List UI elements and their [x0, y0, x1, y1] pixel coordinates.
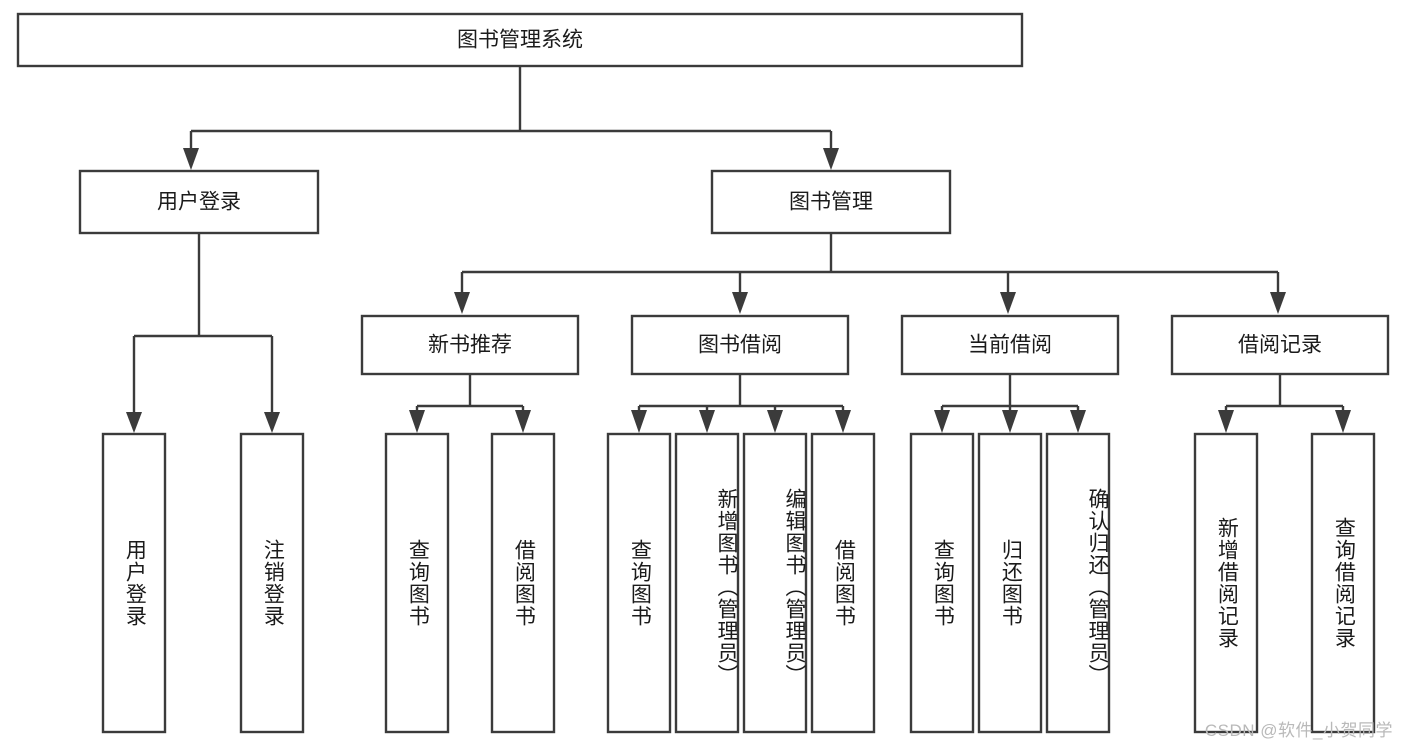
- node-book-borrow[interactable]: 图书借阅: [630, 314, 850, 376]
- leaf-box-edit-book[interactable]: [742, 432, 808, 734]
- arrow-head-icon: [264, 412, 280, 433]
- arrow-head-icon: [699, 410, 715, 433]
- leaf-box-return-book[interactable]: [977, 432, 1043, 734]
- book-management-label: 图书管理: [789, 191, 873, 214]
- node-user-login[interactable]: 用户登录: [78, 169, 320, 235]
- connector-new-book-recommend-to-leaves: [409, 374, 531, 433]
- book-borrow-label: 图书借阅: [698, 334, 782, 357]
- node-book-management[interactable]: 图书管理: [710, 169, 952, 235]
- leaf-box-add-book[interactable]: [674, 432, 740, 734]
- arrow-head-icon: [835, 410, 851, 433]
- connector-borrow-record-to-leaves: [1218, 374, 1351, 433]
- connector-root-to-level2-bus: [183, 66, 839, 170]
- arrow-head-icon: [1002, 410, 1018, 433]
- leaf-box-borrow-book-2[interactable]: [810, 432, 876, 734]
- arrow-head-icon: [631, 410, 647, 433]
- new-book-recommend-label: 新书推荐: [428, 334, 512, 357]
- node-new-book-recommend[interactable]: 新书推荐: [360, 314, 580, 376]
- leaf-box-query-book-2[interactable]: [606, 432, 672, 734]
- arrow-head-icon: [732, 292, 748, 314]
- node-root[interactable]: 图书管理系统: [16, 12, 1024, 68]
- leaf-box-confirm-return[interactable]: [1045, 432, 1111, 734]
- arrow-head-icon: [515, 410, 531, 433]
- arrow-head-icon: [183, 148, 199, 170]
- borrow-record-label: 借阅记录: [1238, 334, 1322, 357]
- new-book-recommend-box[interactable]: [360, 314, 580, 376]
- current-borrow-box[interactable]: [900, 314, 1120, 376]
- leaf-box-add-record[interactable]: [1193, 432, 1259, 734]
- node-current-borrow[interactable]: 当前借阅: [900, 314, 1120, 376]
- user-login-label: 用户登录: [157, 191, 241, 214]
- arrow-head-icon: [1070, 410, 1086, 433]
- leaf-box-query-book-1[interactable]: [384, 432, 450, 734]
- arrow-head-icon: [1000, 292, 1016, 314]
- arrow-head-icon: [454, 292, 470, 314]
- arrow-head-icon: [1270, 292, 1286, 314]
- connector-book-management-to-level3-bus: [454, 233, 1286, 314]
- leaf-box-query-book-3[interactable]: [909, 432, 975, 734]
- arrow-head-icon: [409, 410, 425, 433]
- root-label: 图书管理系统: [457, 29, 583, 52]
- connector-current-borrow-to-leaves: [934, 374, 1086, 433]
- arrow-head-icon: [934, 410, 950, 433]
- arrow-head-icon: [823, 148, 839, 170]
- leaf-box-borrow-book-1[interactable]: [490, 432, 556, 734]
- node-borrow-record[interactable]: 借阅记录: [1170, 314, 1390, 376]
- arrow-head-icon: [767, 410, 783, 433]
- leaf-box-user-logout[interactable]: [239, 432, 305, 734]
- current-borrow-label: 当前借阅: [968, 334, 1052, 357]
- arrow-head-icon: [1335, 410, 1351, 433]
- leaf-box-user-login[interactable]: [101, 432, 167, 734]
- arrow-head-icon: [1218, 410, 1234, 433]
- connector-user-login-to-leaves: [126, 233, 280, 433]
- root-box[interactable]: [16, 12, 1024, 68]
- connector-book-borrow-to-leaves: [631, 374, 851, 433]
- arrow-head-icon: [126, 412, 142, 433]
- leaf-box-query-record[interactable]: [1310, 432, 1376, 734]
- user-login-box[interactable]: [78, 169, 320, 235]
